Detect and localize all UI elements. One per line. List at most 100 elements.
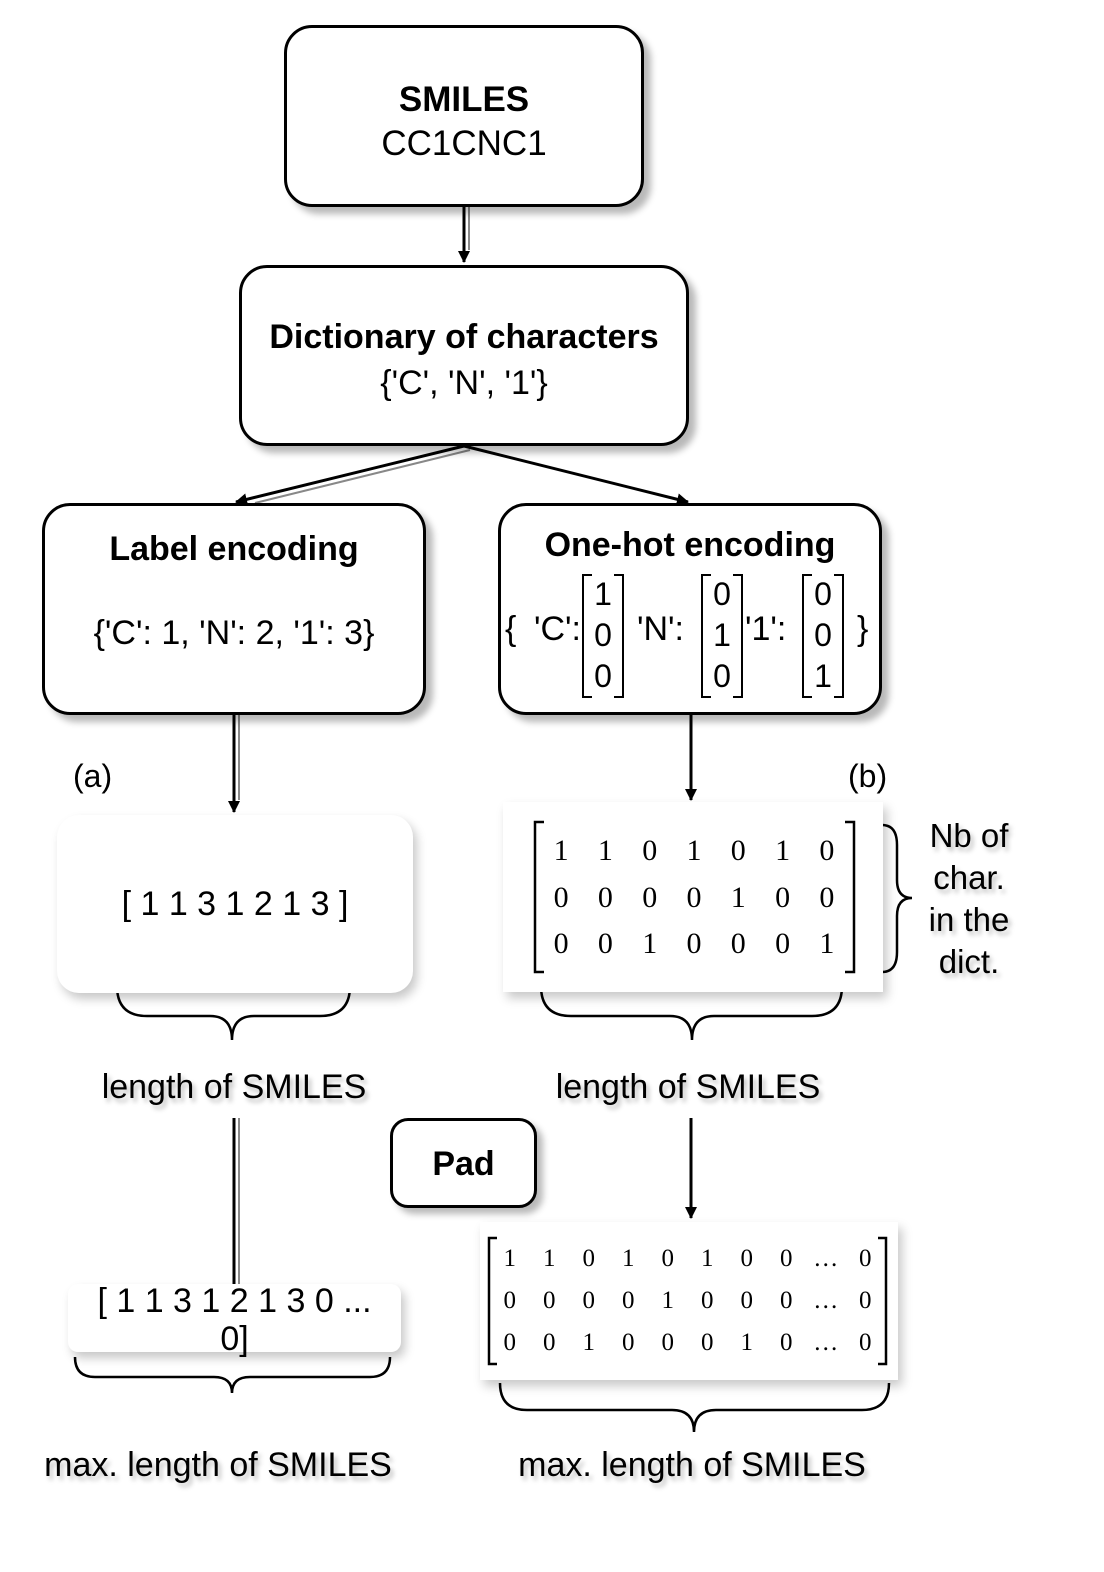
padded-label-line1: [ 1 1 3 1 2 1 3 0 ... (97, 1282, 372, 1320)
padded-cell: 0 (661, 1329, 675, 1356)
vector-cell: 0 (713, 576, 731, 612)
label-encoding-value: {'C': 1, 'N': 2, '1': 3} (93, 614, 375, 652)
brace-max-left (73, 1356, 392, 1394)
matrix-cell: 0 (597, 927, 613, 961)
padded-cell: 0 (622, 1329, 635, 1356)
nb-chars-annotation: Nb of char. in the dict. (918, 815, 1020, 983)
padded-cell: 0 (582, 1245, 596, 1272)
onehot-key-n: 'N': (637, 610, 684, 648)
padded-label-card: [ 1 1 3 1 2 1 3 0 ... 0] (68, 1282, 401, 1358)
onehot-key-1: '1': (745, 610, 787, 648)
vector-cell: 1 (594, 576, 612, 612)
max-length-label-right: max. length of SMILES (518, 1446, 866, 1484)
padded-cell: 1 (740, 1329, 754, 1356)
nb-chars-line: dict. (938, 943, 1000, 980)
padded-matrix: 1 1 0 1 0 1 0 0 … 0 0 0 0 0 1 0 0 0 … 0 … (490, 1238, 885, 1364)
arrow-dictionary-to-onehot (463, 444, 689, 506)
smiles-node: SMILES CC1CNC1 (284, 25, 644, 207)
padded-cell: 0 (503, 1287, 517, 1314)
padded-cell: 0 (622, 1287, 635, 1314)
padded-cell: 0 (780, 1245, 793, 1272)
padded-cell: 0 (661, 1245, 675, 1272)
brace-length-left (115, 985, 352, 1041)
matrix-cell: 1 (553, 834, 569, 867)
padded-cell: 0 (859, 1245, 872, 1272)
matrix-cell: 1 (686, 834, 702, 867)
matrix-cell: 0 (642, 880, 658, 914)
padded-cell: 0 (701, 1287, 714, 1314)
onehot-encoding-title: One-hot encoding (544, 526, 836, 564)
padded-cell: 1 (582, 1329, 596, 1356)
onehot-open-brace: { (505, 610, 517, 648)
vector-cell: 0 (713, 658, 731, 694)
brace-max-right (498, 1382, 891, 1433)
nb-chars-line: char. (933, 859, 1005, 896)
matrix-cell: 1 (775, 834, 791, 867)
label-vector: [ 1 1 3 1 2 1 3 ] (121, 885, 349, 923)
padded-cell: 0 (740, 1245, 754, 1272)
vector-cell: 1 (814, 658, 832, 694)
padded-cell: … (813, 1287, 839, 1314)
matrix-cell: 0 (775, 927, 791, 961)
vector-cell: 1 (713, 617, 731, 653)
pad-node: Pad (390, 1118, 537, 1208)
matrix-cell: 0 (597, 880, 613, 914)
smiles-title: SMILES (398, 80, 530, 119)
matrix-cell: 1 (730, 880, 746, 914)
smiles-value: CC1CNC1 (381, 124, 547, 163)
brace-nb-chars (881, 823, 913, 974)
dictionary-title: Dictionary of characters (269, 318, 659, 356)
padded-cell: 1 (661, 1287, 675, 1314)
onehot-key-c: 'C': (534, 610, 581, 648)
matrix-cell: 1 (597, 834, 613, 867)
onehot-vector-c: 1 0 0 (582, 574, 624, 698)
padded-cell: 0 (582, 1287, 596, 1314)
padded-cell: 0 (701, 1329, 714, 1356)
padded-cell: 1 (503, 1245, 517, 1272)
vector-cell: 0 (814, 617, 832, 653)
matrix-cell: 0 (819, 880, 835, 914)
dictionary-node: Dictionary of characters {'C', 'N', '1'} (239, 265, 689, 446)
vector-cell: 0 (594, 658, 612, 694)
length-label-right: length of SMILES (555, 1068, 821, 1106)
padded-cell: 0 (740, 1287, 754, 1314)
onehot-vector-n: 0 1 0 (701, 574, 743, 698)
max-length-label-left: max. length of SMILES (44, 1446, 392, 1484)
matrix-cell: 0 (553, 927, 569, 961)
arrow-dictionary-to-label (235, 444, 465, 506)
padded-cell: 0 (859, 1329, 872, 1356)
matrix-cell: 0 (642, 834, 658, 867)
label-encoding-title: Label encoding (109, 530, 359, 568)
padded-cell: … (813, 1329, 839, 1356)
vector-cell: 0 (814, 576, 832, 612)
onehot-vector-1: 0 0 1 (802, 574, 844, 698)
padded-cell: 0 (859, 1287, 872, 1314)
padded-cell: 0 (503, 1329, 517, 1356)
padded-label-line2: 0] (220, 1320, 249, 1358)
length-label-left: length of SMILES (101, 1068, 367, 1106)
matrix-cell: 0 (686, 927, 702, 961)
padded-cell: 1 (543, 1245, 556, 1272)
padded-matrix-brackets (487, 1236, 888, 1366)
padded-cell: 0 (543, 1287, 556, 1314)
padded-cell: 1 (701, 1245, 714, 1272)
matrix-cell: 0 (730, 834, 746, 867)
brace-length-right (539, 985, 844, 1041)
onehot-matrix: 1 1 0 1 0 1 0 0 0 0 0 1 0 0 0 0 1 0 0 0 … (539, 828, 849, 968)
onehot-encoding-node: One-hot encoding { 'C': 1 0 0 'N': 0 1 0… (498, 503, 882, 715)
matrix-brackets (533, 820, 856, 974)
label-encoding-node: Label encoding {'C': 1, 'N': 2, '1': 3} (42, 503, 426, 715)
label-vector-card: [ 1 1 3 1 2 1 3 ] (57, 815, 413, 993)
marker-b: (b) (848, 758, 888, 794)
padded-cell: … (813, 1245, 839, 1272)
matrix-cell: 0 (686, 880, 702, 914)
matrix-cell: 0 (553, 880, 569, 914)
matrix-cell: 1 (642, 927, 658, 961)
padded-cell: 1 (622, 1245, 635, 1272)
padded-cell: 0 (543, 1329, 556, 1356)
onehot-close-brace: } (857, 610, 869, 648)
padded-matrix-card: 1 1 0 1 0 1 0 0 … 0 0 0 0 0 1 0 0 0 … 0 … (480, 1222, 898, 1380)
matrix-cell: 0 (730, 927, 746, 961)
vector-cell: 0 (594, 617, 612, 653)
